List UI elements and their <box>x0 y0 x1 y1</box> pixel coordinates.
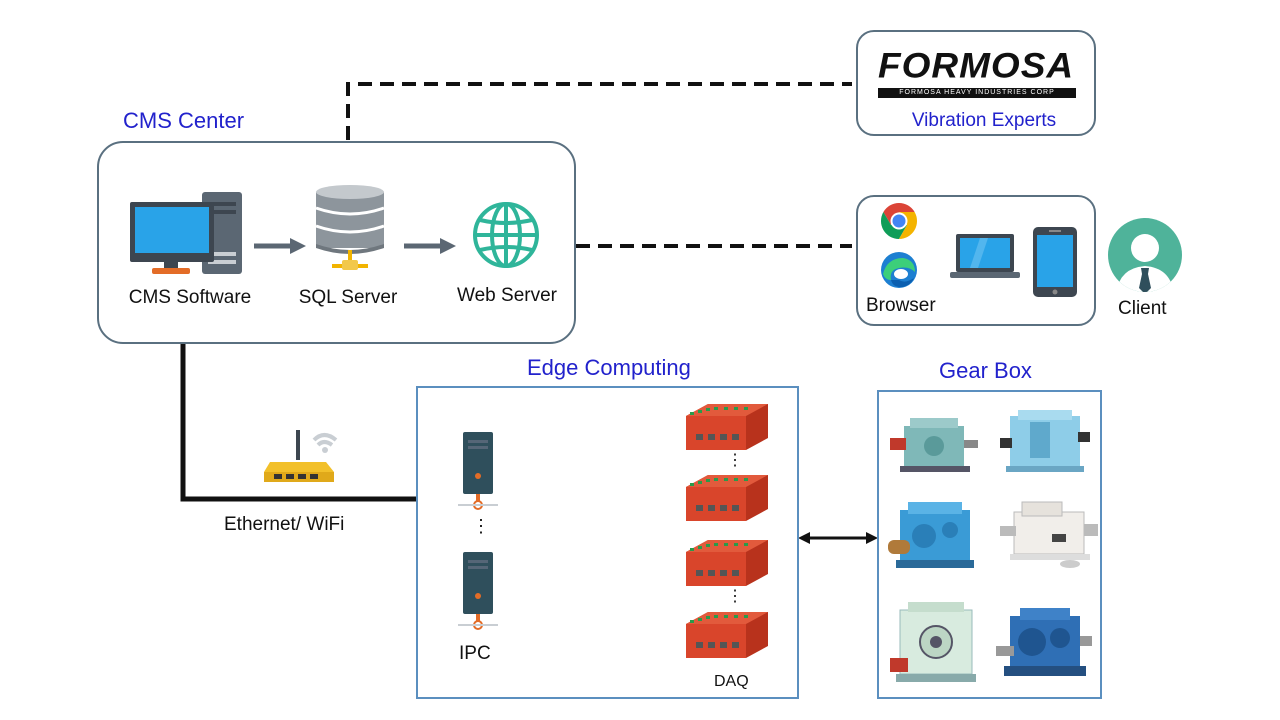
smartphone-icon <box>1032 226 1078 298</box>
gearbox-image-6 <box>996 606 1092 682</box>
arrow-right-icon <box>254 238 306 254</box>
gearbox-image-5 <box>890 600 982 684</box>
daq-device-icon <box>684 610 770 660</box>
web-server-label: Web Server <box>457 285 557 306</box>
cms-software-label: CMS Software <box>128 287 252 308</box>
vibration-experts-caption: Vibration Experts <box>911 110 1057 131</box>
globe-icon <box>470 200 542 270</box>
ipc-label: IPC <box>459 643 491 664</box>
desktop-computer-icon <box>128 190 244 276</box>
formosa-panel <box>856 30 1096 136</box>
sql-server-label: SQL Server <box>298 287 398 308</box>
cms-center-title: CMS Center <box>123 108 245 133</box>
formosa-logo: FORMOSA FORMOSA HEAVY INDUSTRIES CORP <box>878 46 1076 98</box>
ipc-server-icon <box>458 552 498 632</box>
laptop-icon <box>950 232 1020 282</box>
ipc-server-icon <box>458 432 498 512</box>
arrow-right-icon <box>404 238 456 254</box>
client-label: Client <box>1118 298 1167 319</box>
gear-box-title: Gear Box <box>939 358 1032 383</box>
gearbox-image-2 <box>1000 408 1090 474</box>
daq-ellipsis: ⋮ <box>727 588 743 605</box>
gearbox-image-1 <box>890 412 980 474</box>
gearbox-image-3 <box>888 500 980 572</box>
daq-ellipsis: ⋮ <box>727 452 743 469</box>
daq-device-icon <box>684 473 770 523</box>
edge-icon <box>879 250 919 290</box>
daq-label: DAQ <box>714 673 749 690</box>
gearbox-image-4 <box>1000 498 1098 570</box>
daq-device-icon <box>684 538 770 588</box>
edge-computing-title: Edge Computing <box>527 355 691 380</box>
user-avatar-icon <box>1106 216 1184 294</box>
daq-device-icon <box>684 402 770 452</box>
chrome-icon <box>879 201 919 241</box>
ipc-ellipsis: ⋮ <box>472 516 490 536</box>
wifi-router-icon <box>262 428 342 486</box>
ethernet-wifi-label: Ethernet/ WiFi <box>224 514 345 535</box>
browser-label: Browser <box>866 295 936 316</box>
database-icon <box>314 184 386 274</box>
